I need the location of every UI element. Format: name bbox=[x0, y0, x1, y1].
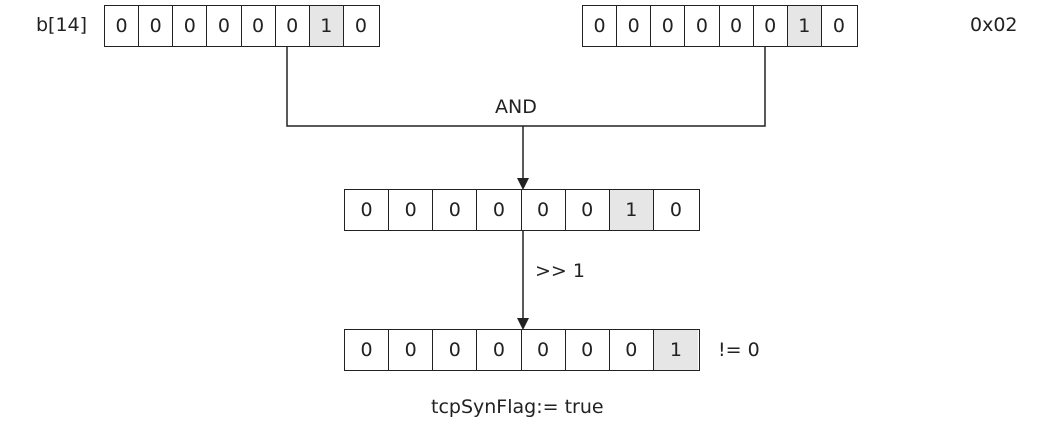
bit-cell: 0 bbox=[477, 330, 522, 370]
bit-cell: 0 bbox=[433, 190, 478, 230]
conclusion-label: tcpSynFlag:= true bbox=[431, 396, 604, 418]
bit-cell: 0 bbox=[276, 6, 310, 46]
bit-cell: 0 bbox=[345, 190, 390, 230]
bit-cell: 0 bbox=[139, 6, 174, 46]
bit-cell: 0 bbox=[754, 6, 788, 46]
bit-cell: 1 bbox=[609, 190, 654, 230]
bit-cell: 1 bbox=[309, 6, 344, 46]
bit-cell: 1 bbox=[653, 330, 698, 370]
bit-cell: 0 bbox=[477, 190, 522, 230]
bit-cell: 0 bbox=[389, 330, 434, 370]
bit-cell: 0 bbox=[566, 330, 610, 370]
bit-cell: 0 bbox=[583, 6, 618, 46]
bit-cell: 0 bbox=[669, 199, 682, 221]
compare-operator-label: != 0 bbox=[718, 339, 760, 361]
operand-a-label: b[14] bbox=[36, 14, 88, 36]
bit-cell: 0 bbox=[832, 15, 845, 37]
bit-cell: 0 bbox=[685, 6, 720, 46]
and-operator-label: AND bbox=[495, 96, 537, 118]
bit-cell: 0 bbox=[389, 190, 434, 230]
bit-cell: 0 bbox=[433, 330, 478, 370]
bit-cell: 0 bbox=[522, 330, 566, 370]
bit-cell: 0 bbox=[720, 6, 754, 46]
bit-cell: 1 bbox=[787, 6, 822, 46]
bit-cell: 0 bbox=[105, 6, 140, 46]
bit-cell: 0 bbox=[345, 330, 390, 370]
bit-cell: 0 bbox=[242, 6, 276, 46]
bit-cell: 0 bbox=[173, 6, 208, 46]
bit-cell: 0 bbox=[610, 330, 654, 370]
bit-cell: 0 bbox=[617, 6, 652, 46]
bit-cell: 0 bbox=[566, 190, 610, 230]
bit-cell: 0 bbox=[354, 15, 367, 37]
shift-operator-label: >> 1 bbox=[535, 260, 585, 282]
bit-cell: 0 bbox=[207, 6, 242, 46]
and-merge-line bbox=[286, 47, 766, 127]
bit-cell: 0 bbox=[651, 6, 686, 46]
bit-cell: 0 bbox=[522, 190, 566, 230]
operand-b-label: 0x02 bbox=[970, 14, 1018, 36]
